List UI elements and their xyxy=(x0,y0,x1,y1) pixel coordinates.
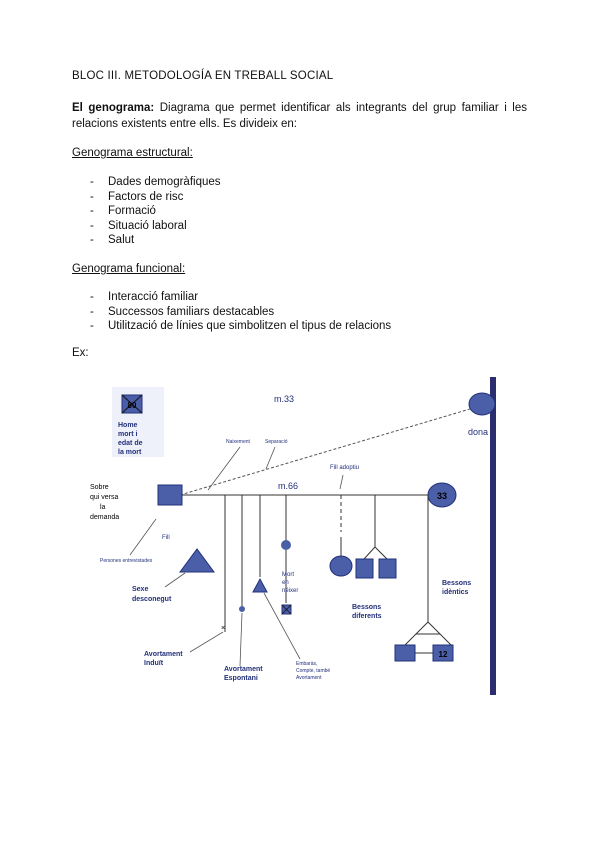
list-item: Interacció familiar xyxy=(90,290,391,305)
deceased-label-line: edat de xyxy=(118,440,143,447)
deceased-label-line: Home xyxy=(118,422,138,429)
central-person-label: la xyxy=(100,504,106,511)
adopted-pointer xyxy=(339,474,344,490)
spontaneous-abortion-label: Espontani xyxy=(224,675,258,682)
fraternal-twins-label: Bessons xyxy=(352,604,381,611)
list-item: Formació xyxy=(90,204,221,219)
central-person-square xyxy=(157,484,183,506)
list-item: Utilització de línies que simbolitzen el… xyxy=(90,319,391,334)
separation-label: Separació xyxy=(265,439,288,445)
genogram-definition: El genograma: Diagrama que permet identi… xyxy=(72,100,527,132)
twins-line xyxy=(363,546,376,560)
central-person-label: demanda xyxy=(90,514,119,521)
spontaneous-abortion-label: Avortament xyxy=(224,666,263,673)
unknown-sex-label: Sexe xyxy=(132,586,148,593)
twin-square xyxy=(355,558,374,579)
fraternal-twins-label: diferents xyxy=(352,613,382,620)
section-heading: BLOC III. METODOLOGÍA EN TREBALL SOCIAL xyxy=(72,70,334,82)
twin-square xyxy=(378,558,397,579)
unknown-sex-triangle xyxy=(179,548,215,573)
list-item: Salut xyxy=(90,233,221,248)
adopted-circle xyxy=(329,555,353,577)
separation-pointer xyxy=(265,446,276,470)
abortion-mark: × xyxy=(221,625,225,632)
induced-pointer xyxy=(189,631,224,653)
stillbirth-cross xyxy=(281,604,292,615)
central-person-label: qui versa xyxy=(90,494,119,501)
functional-list: Interacció familiar Successos familiars … xyxy=(90,290,391,334)
unknown-sex-pointer xyxy=(164,572,186,588)
pregnancy-triangle xyxy=(252,577,268,593)
pregnancy-label: Avortament xyxy=(296,675,322,681)
identical-twin-square xyxy=(432,644,454,662)
central-person-label: Sobre xyxy=(90,484,109,491)
interviewed-label: Persones entrevistades xyxy=(100,558,153,564)
genogram-diagram: 80 Home mort i edat de la mort m.33 dona… xyxy=(90,377,496,695)
deceased-cross-line xyxy=(121,394,143,414)
identical-twins-label: Bessons xyxy=(442,580,471,587)
stillbirth-circle xyxy=(281,540,291,550)
interviewed-pointer xyxy=(129,518,157,556)
deceased-age: 80 xyxy=(128,401,137,410)
identical-twin-square xyxy=(394,644,416,662)
adopted-child-label: Fill adoptiu xyxy=(330,465,359,471)
example-label: Ex: xyxy=(72,347,89,359)
list-item: Successos familiars destacables xyxy=(90,305,391,320)
pregnancy-label: Embaràs, xyxy=(296,661,317,667)
twins-line xyxy=(374,546,388,560)
identical-twins-label: idèntics xyxy=(442,589,469,596)
genogram-term: El genograma: xyxy=(72,102,155,114)
spouse-age: 33 xyxy=(437,491,447,501)
woman-label: dona xyxy=(468,427,488,437)
stillbirth-label: Mort xyxy=(282,572,294,578)
list-item: Dades demogràfiques xyxy=(90,175,221,190)
relationship-line xyxy=(179,408,471,496)
list-item: Factors de risc xyxy=(90,190,221,205)
m33-label: m.33 xyxy=(274,394,294,404)
list-item: Situació laboral xyxy=(90,219,221,234)
unknown-sex-label: desconegut xyxy=(132,596,172,603)
induced-abortion-label: Avortament xyxy=(144,651,183,658)
structural-list: Dades demogràfiques Factors de risc Form… xyxy=(90,175,221,248)
spontaneous-pointer xyxy=(239,612,243,667)
m66-label: m.66 xyxy=(278,481,298,491)
induced-abortion-label: Induït xyxy=(144,660,164,667)
birth-label: Naixement xyxy=(226,439,251,445)
spontaneous-dot xyxy=(239,606,245,612)
child-label: Fill xyxy=(162,535,170,541)
identical-twin-age: 12 xyxy=(439,650,448,659)
pregnancy-label: Compte, també xyxy=(296,668,330,674)
structural-title: Genograma estructural: xyxy=(72,147,193,159)
woman-circle xyxy=(468,392,496,416)
stillbirth-label: néixer xyxy=(282,588,298,594)
genogram-definition-text: Diagrama que permet identificar als inte… xyxy=(72,102,527,130)
pregnancy-pointer xyxy=(263,592,301,660)
birth-pointer xyxy=(207,446,241,491)
deceased-label-line: la mort xyxy=(118,449,142,456)
diagram-border-bar xyxy=(490,377,496,695)
stillbirth-label: en xyxy=(282,580,289,586)
deceased-label-line: mort i xyxy=(118,431,138,438)
functional-title: Genograma funcional: xyxy=(72,263,186,275)
